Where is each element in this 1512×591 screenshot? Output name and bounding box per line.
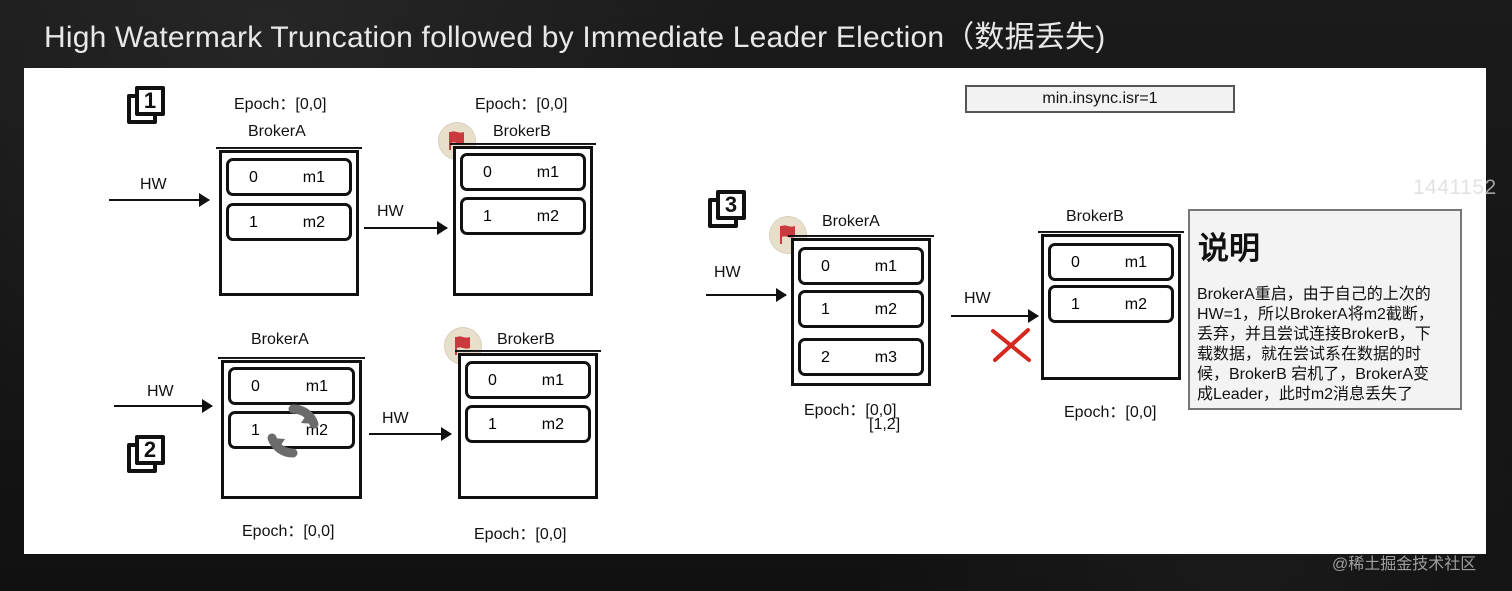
right-watermark: 1441152 bbox=[1413, 176, 1497, 199]
message-name: m1 bbox=[541, 372, 564, 389]
offset: 0 bbox=[249, 169, 258, 186]
s3-hw-left-arrow bbox=[706, 288, 787, 302]
s2-b-row-1: 1 m2 bbox=[465, 405, 591, 443]
s3-broker-b-label: BrokerB bbox=[1066, 208, 1124, 225]
offset: 0 bbox=[488, 372, 497, 389]
s3-broker-a-epoch: Epoch：[0,0] bbox=[804, 402, 897, 419]
s3-a-row-1: 1 m2 bbox=[798, 290, 924, 328]
min-insync-config: min.insync.isr=1 bbox=[965, 85, 1235, 113]
s3-broker-a-epoch-extra: [1,2] bbox=[869, 416, 901, 433]
offset: 1 bbox=[251, 422, 260, 439]
s1-hw-left-label: HW bbox=[140, 176, 167, 193]
step-3-label: 3 bbox=[716, 190, 746, 220]
s1-hw-right-arrow bbox=[364, 221, 448, 235]
explanation-panel: 说明 BrokerA重启，由于自己的上次的 HW=1，所以BrokerA将m2截… bbox=[1188, 209, 1462, 410]
s3-hw-right-arrow bbox=[951, 309, 1039, 323]
s2-hw-left-arrow bbox=[114, 399, 213, 413]
s2-broker-a-epoch: Epoch：[0,0] bbox=[242, 523, 335, 540]
flag-icon bbox=[455, 336, 470, 355]
s2-broker-b-log: 0 m1 1 m2 bbox=[455, 350, 601, 499]
s3-hw-left-label: HW bbox=[714, 264, 741, 281]
s1-b-row-1: 1 m2 bbox=[460, 197, 586, 235]
x-icon bbox=[991, 328, 1031, 362]
message-name: m2 bbox=[541, 416, 564, 433]
message-name: m1 bbox=[536, 164, 559, 181]
s1-hw-right-label: HW bbox=[377, 203, 404, 220]
offset: 1 bbox=[488, 416, 497, 433]
bottom-watermark: @稀土掘金技术社区 bbox=[1332, 556, 1477, 573]
offset: 0 bbox=[251, 378, 260, 395]
s3-broker-b-log: 0 m1 1 m2 bbox=[1038, 231, 1184, 380]
offset: 1 bbox=[249, 214, 258, 231]
step-1-icon: 1 bbox=[127, 86, 167, 126]
step-1-label: 1 bbox=[135, 86, 165, 116]
s1-b-row-0: 0 m1 bbox=[460, 153, 586, 191]
s3-b-row-0: 0 m1 bbox=[1048, 243, 1174, 281]
offset: 0 bbox=[1071, 254, 1080, 271]
message-name: m2 bbox=[874, 301, 897, 318]
s1-broker-b-log: 0 m1 1 m2 bbox=[450, 143, 596, 296]
message-name: m1 bbox=[302, 169, 325, 186]
offset: 0 bbox=[483, 164, 492, 181]
s1-broker-a-log: 0 m1 1 m2 bbox=[216, 147, 362, 296]
offset: 1 bbox=[821, 301, 830, 318]
s1-broker-b-label: BrokerB bbox=[493, 123, 551, 140]
step-2-icon: 2 bbox=[127, 435, 167, 475]
offset: 1 bbox=[1071, 296, 1080, 313]
s2-hw-left-label: HW bbox=[147, 383, 174, 400]
explanation-body: BrokerA重启，由于自己的上次的 HW=1，所以BrokerA将m2截断， … bbox=[1197, 286, 1434, 403]
diagram-title: High Watermark Truncation followed by Im… bbox=[44, 21, 1106, 54]
s1-a-row-1: 1 m2 bbox=[226, 203, 352, 241]
offset: 2 bbox=[821, 349, 830, 366]
s2-broker-a-label: BrokerA bbox=[251, 331, 309, 348]
s2-b-row-0: 0 m1 bbox=[465, 361, 591, 399]
s2-broker-b-label: BrokerB bbox=[497, 331, 555, 348]
s2-broker-b-epoch: Epoch：[0,0] bbox=[474, 526, 567, 543]
step-2-label: 2 bbox=[135, 435, 165, 465]
s1-a-row-0: 0 m1 bbox=[226, 158, 352, 196]
offset: 0 bbox=[821, 258, 830, 275]
message-name: m1 bbox=[874, 258, 897, 275]
offset: 1 bbox=[483, 208, 492, 225]
s3-broker-a-label: BrokerA bbox=[822, 213, 880, 230]
s3-b-row-1: 1 m2 bbox=[1048, 285, 1174, 323]
message-name: m2 bbox=[1124, 296, 1147, 313]
sync-icon bbox=[267, 404, 319, 458]
s3-hw-right-label: HW bbox=[964, 290, 991, 307]
message-name: m1 bbox=[305, 378, 328, 395]
s2-hw-right-arrow bbox=[369, 427, 452, 441]
s1-broker-b-epoch: Epoch：[0,0] bbox=[475, 96, 568, 113]
s2-a-row-0: 0 m1 bbox=[228, 367, 355, 405]
s3-broker-a-log: 0 m1 1 m2 2 m3 bbox=[788, 235, 934, 386]
message-name: m3 bbox=[874, 349, 897, 366]
s3-a-row-2: 2 m3 bbox=[798, 338, 924, 376]
s1-broker-a-epoch: Epoch：[0,0] bbox=[234, 96, 327, 113]
flag-icon bbox=[449, 131, 464, 150]
message-name: m2 bbox=[536, 208, 559, 225]
explanation-title: 说明 bbox=[1198, 231, 1260, 266]
message-name: m2 bbox=[302, 214, 325, 231]
s2-hw-right-label: HW bbox=[382, 410, 409, 427]
s1-hw-left-arrow bbox=[109, 193, 210, 207]
s3-a-row-0: 0 m1 bbox=[798, 247, 924, 285]
s1-broker-a-label: BrokerA bbox=[248, 123, 306, 140]
flag-icon bbox=[780, 225, 795, 244]
s3-broker-b-epoch: Epoch：[0,0] bbox=[1064, 404, 1157, 421]
step-3-icon: 3 bbox=[708, 190, 748, 230]
message-name: m1 bbox=[1124, 254, 1147, 271]
